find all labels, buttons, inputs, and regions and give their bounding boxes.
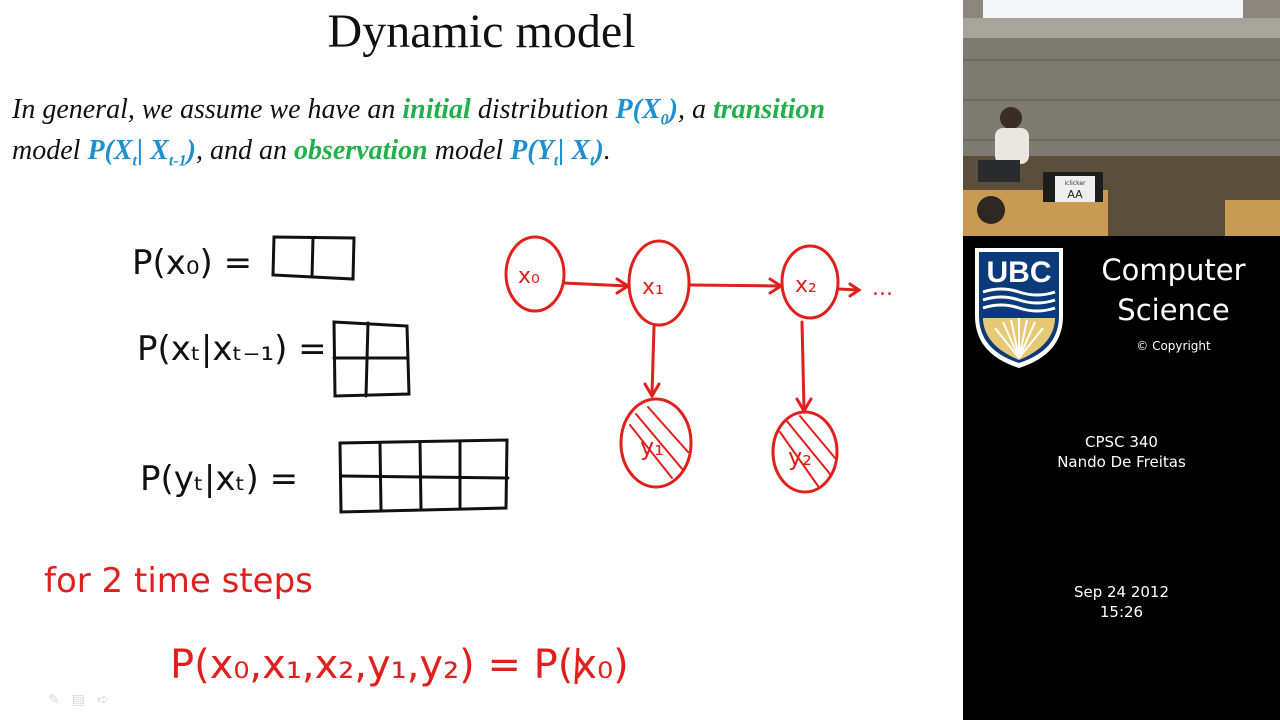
handwriting-canvas: P(x₀) = P(xₜ|xₜ₋₁) = P(yₜ|xₜ) = (44, 235, 893, 688)
slide-toolbar: ✎ ▤ ➪ (48, 692, 109, 708)
formula-sub: 0 (660, 111, 669, 129)
formula-prior: P(X0) (615, 94, 678, 129)
lecturer-video: iclicker AA (963, 0, 1280, 236)
course-code: CPSC 340 (1085, 433, 1158, 451)
next-arrow-icon[interactable]: ➪ (96, 692, 109, 708)
label-x0: x₀ (518, 264, 540, 289)
formula-observation: P(Yt| Xt) (510, 135, 604, 170)
term-initial: initial (402, 94, 471, 125)
slide-panel: Dynamic model In general, we assume we h… (0, 0, 963, 720)
formula-sub: t (132, 152, 137, 170)
ubc-logo-text: UBC (987, 256, 1052, 289)
formula-part: | X (558, 135, 590, 166)
label-x2: x₂ (795, 273, 817, 298)
lecturer-name: Nando De Freitas (1057, 453, 1186, 471)
formula-part: P(X (615, 94, 661, 125)
text-segment: , a (677, 94, 713, 125)
formula-transition: P(Xt| Xt-1) (87, 135, 196, 170)
formula-sub: t-1 (168, 152, 187, 170)
label-y2: y₂ (788, 443, 812, 471)
formula-part: P(Y (510, 135, 554, 166)
note-time-steps: for 2 time steps (44, 561, 313, 601)
clicker-caption: iclicker (1064, 180, 1086, 187)
formula-part: | X (137, 135, 169, 166)
label-y1: y₁ (640, 433, 664, 461)
menu-icon[interactable]: ▤ (71, 692, 85, 708)
edge-x1-x2 (688, 283, 782, 288)
paragraph-line-1: In general, we assume we have an initial… (12, 94, 825, 130)
joint-formula: P(x₀,x₁,x₂,y₁,y₂) = P(x₀) (170, 642, 629, 688)
formula-part: ) (594, 135, 604, 166)
node-x2 (780, 244, 840, 320)
lecture-time: 15:26 (1099, 603, 1144, 621)
table-observation (338, 438, 510, 514)
edge-x2-y2 (800, 320, 806, 411)
term-transition: transition (712, 94, 826, 125)
formula-part: ) (668, 94, 678, 125)
edge-x2-next (837, 287, 860, 292)
text-segment: distribution (470, 94, 616, 125)
term-observation: observation (293, 135, 428, 166)
equation-prior: P(x₀) = (132, 243, 252, 283)
table-prior (271, 235, 356, 281)
node-x0 (504, 235, 566, 313)
text-segment: . (603, 135, 611, 166)
slide-title: Dynamic model (327, 5, 636, 58)
video-frame: iclicker AA (963, 0, 1280, 236)
formula-sub: t (553, 152, 559, 170)
equation-transition: P(xₜ|xₜ₋₁) = (137, 329, 327, 369)
label-ellipsis: ... (872, 276, 893, 301)
edge-x1-y1 (650, 325, 656, 396)
formula-part: ) (186, 135, 196, 166)
node-y1 (619, 397, 693, 489)
ink-stroke (574, 647, 580, 685)
lecture-date: Sep 24 2012 (1073, 583, 1170, 601)
label-x1: x₁ (642, 275, 664, 300)
text-segment: model (427, 135, 511, 166)
table-transition (332, 320, 411, 398)
hmm-diagram (504, 235, 862, 494)
copyright-notice: © Copyright (1136, 339, 1211, 353)
text-segment: model (12, 135, 88, 166)
paragraph-line-2: model P(Xt| Xt-1), and an observation mo… (12, 135, 611, 171)
ubc-crest-icon: UBC (975, 248, 1063, 368)
text-segment: In general, we assume we have an (12, 94, 403, 125)
formula-sub: t (590, 152, 595, 170)
equation-observation: P(yₜ|xₜ) = (140, 459, 298, 499)
text-segment: , and an (195, 135, 294, 166)
node-x1 (627, 239, 691, 327)
formula-part: P(X (87, 135, 133, 166)
edge-x0-x1 (562, 281, 629, 288)
ubc-logo: UBC (973, 246, 1065, 370)
pen-icon[interactable]: ✎ (48, 692, 60, 708)
clicker-value: AA (1067, 188, 1083, 201)
